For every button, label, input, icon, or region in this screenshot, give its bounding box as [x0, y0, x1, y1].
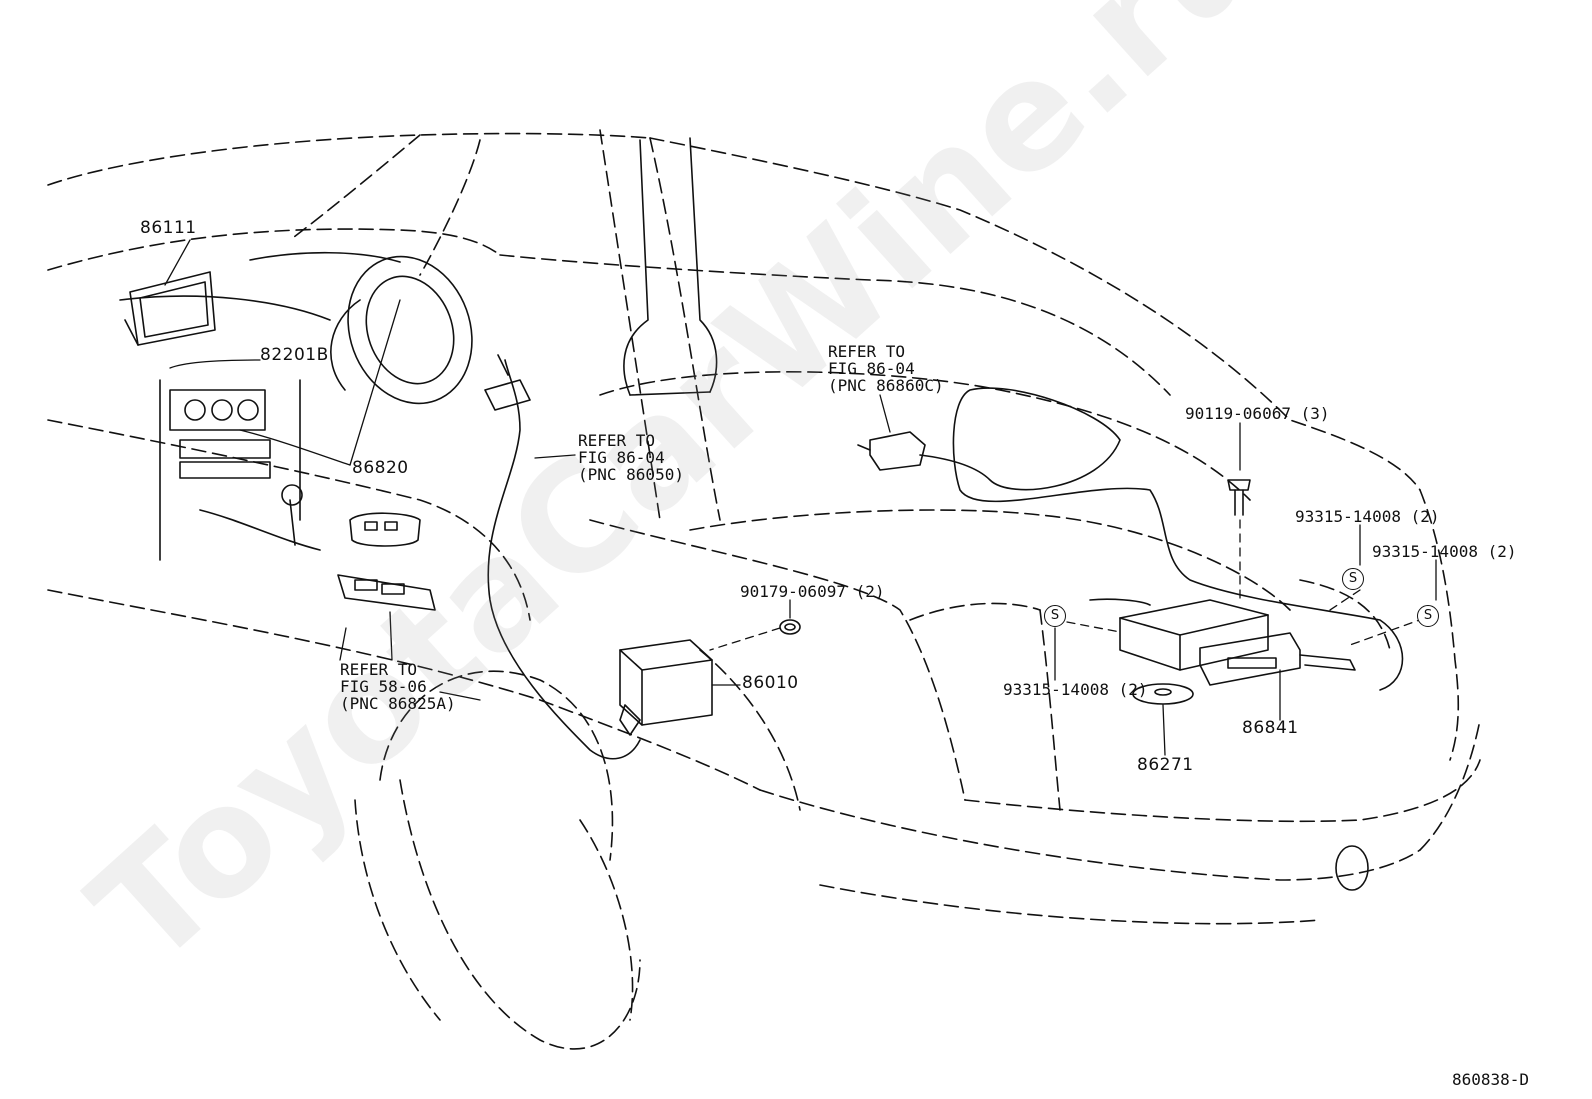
part-label-93315-14008-a: 93315-14008 (2)	[1295, 507, 1440, 526]
ref-line-2: FIG 58-06	[340, 677, 427, 696]
tuner-unit-shape	[857, 387, 1404, 691]
body-outline	[47, 129, 1481, 925]
cd-changer-shape	[1089, 598, 1356, 686]
part-label-93315-14008-c: 93315-14008 (2)	[1003, 680, 1148, 699]
part-label-90179-06097: 90179-06097 (2)	[740, 582, 885, 601]
disc-magazine-shape	[1132, 683, 1194, 705]
exhaust-shape	[1335, 845, 1369, 891]
ref-line-2: FIG 86-04	[828, 359, 915, 378]
amplifier-shape	[619, 639, 713, 726]
switch-assembly-shape	[337, 574, 436, 611]
grommet-shape	[779, 619, 801, 635]
screw-symbol-c: S	[1044, 605, 1066, 627]
part-label-86841: 86841	[1242, 718, 1299, 738]
center-console	[159, 379, 321, 561]
part-label-86820: 86820	[352, 458, 409, 478]
screw-symbol-b: S	[1417, 605, 1439, 627]
ref-line-1: REFER TO	[340, 660, 418, 679]
bolt-shape	[1227, 479, 1251, 516]
part-label-86271: 86271	[1137, 755, 1194, 775]
steering-wheel	[119, 251, 473, 405]
ref-line-1: REFER TO	[828, 342, 906, 361]
display-monitor-shape	[124, 271, 216, 346]
part-label-93315-14008-b: 93315-14008 (2)	[1372, 542, 1517, 561]
part-label-86010: 86010	[742, 673, 799, 693]
ref-line-3: (PNC 86860C)	[828, 376, 944, 395]
dashed-leaders	[709, 519, 1426, 651]
part-label-86111: 86111	[140, 218, 197, 238]
screw-symbol-a: S	[1342, 568, 1364, 590]
ref-line-2: FIG 86-04	[578, 448, 665, 467]
ref-line-1: REFER TO	[578, 431, 656, 450]
part-label-90119-06067: 90119-06067 (3)	[1185, 404, 1330, 423]
remote-shape	[349, 512, 421, 547]
figure-code: 860838-D	[1452, 1070, 1530, 1089]
leader-lines	[164, 239, 1437, 756]
antenna-cable	[484, 354, 641, 760]
part-label-82201b: 82201B	[260, 345, 329, 365]
ref-line-3: (PNC 86050)	[578, 465, 684, 484]
ref-line-3: (PNC 86825A)	[340, 694, 456, 713]
rear-wheel	[354, 670, 641, 1050]
rear-pillar	[623, 137, 718, 396]
